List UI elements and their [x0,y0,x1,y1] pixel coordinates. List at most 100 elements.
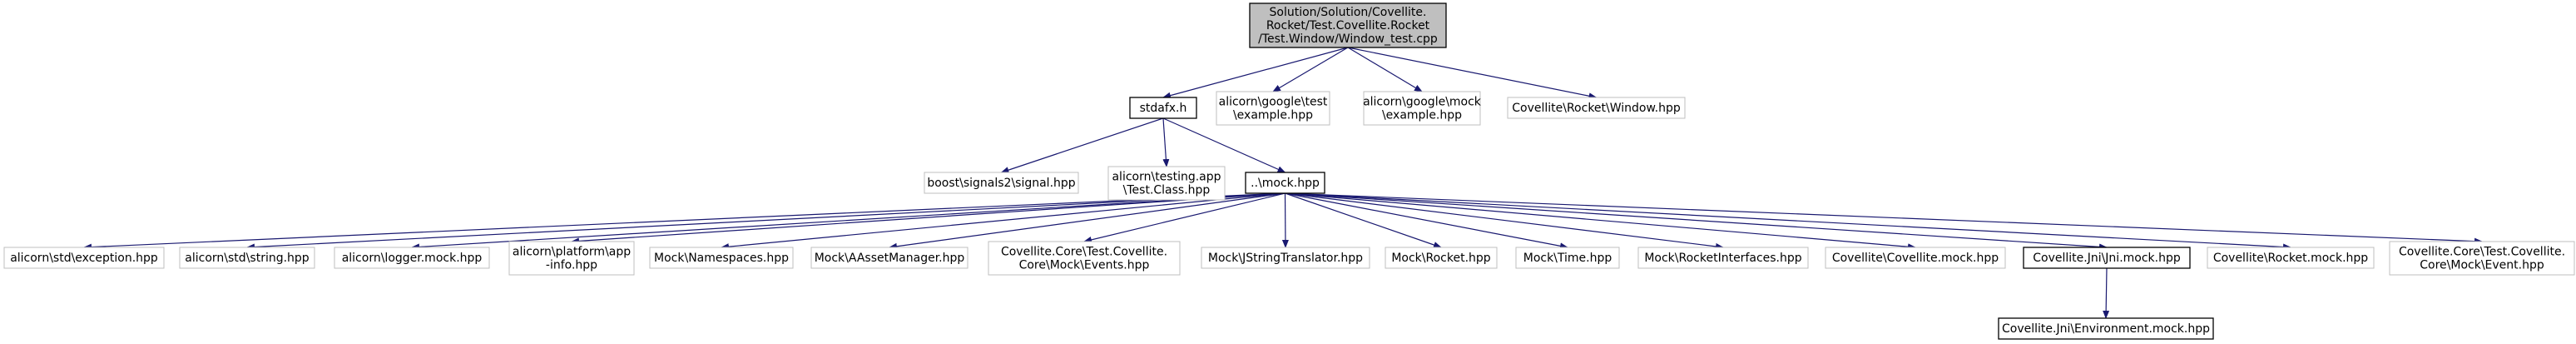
edge-mock_hpp-to-core_events [1083,192,1286,243]
node-label-line: \Test.Class.hpp [1123,184,1211,197]
node-google_test[interactable]: alicorn\google\test\example.hpp [1216,91,1330,126]
node-google_mock[interactable]: alicorn\google\mock\example.hpp [1363,91,1482,126]
node-box[interactable] [924,172,1079,194]
node-box[interactable] [1201,247,1370,269]
edge-mock_hpp-to-covellite_mock [1285,192,1916,251]
node-box[interactable] [1216,91,1330,126]
node-label-line: alicorn\testing.app [1112,171,1221,184]
node-label-line: Rocket/Test.Covellite.Rocket [1266,19,1430,32]
node-box[interactable] [1515,247,1620,269]
node-label-line: alicorn\google\test [1219,96,1328,109]
node-box[interactable] [1507,97,1686,119]
node-std_string[interactable]: alicorn\std\string.hpp [179,247,315,269]
node-label-line: Covellite\Rocket.mock.hpp [2213,252,2368,265]
node-mock_aasset[interactable]: Mock\AAssetManager.hpp [810,247,968,269]
node-root[interactable]: Solution/Solution/Covellite.Rocket/Test.… [1249,2,1447,48]
nodes-layer: Solution/Solution/Covellite.Rocket/Test.… [3,2,2575,340]
node-box[interactable] [179,247,315,269]
node-label-line: Covellite.Core\Test.Covellite. [1001,246,1167,259]
node-box[interactable] [1245,172,1325,194]
node-mock_namespaces[interactable]: Mock\Namespaces.hpp [649,247,794,269]
edge-mock_hpp-to-mock_namespaces [721,192,1286,251]
node-box[interactable] [1385,247,1498,269]
node-boost_signal[interactable]: boost\signals2\signal.hpp [924,172,1079,194]
node-box[interactable] [1825,247,2006,269]
edge-stdafx-to-mock_hpp [1162,117,1286,173]
node-box[interactable] [508,241,635,276]
node-box[interactable] [1107,166,1226,201]
node-label-line: \example.hpp [1233,109,1313,122]
node-label-line: Covellite\Rocket\Window.hpp [1512,102,1681,115]
edge-jni_mock-to-jni_environment [2103,267,2110,319]
node-rocket_window[interactable]: Covellite\Rocket\Window.hpp [1507,97,1686,119]
edge-mock_hpp-to-mock_rocket_interfaces [1285,192,1724,250]
node-label-line: Mock\RocketInterfaces.hpp [1644,252,1801,265]
edge-mock_hpp-to-platform_info [571,192,1286,245]
node-std_exception[interactable]: alicorn\std\exception.hpp [3,247,165,269]
node-logger_mock[interactable]: alicorn\logger.mock.hpp [334,247,490,269]
edge-stdafx-to-boost_signal [1000,117,1164,173]
node-label-line: Covellite.Jni\Environment.mock.hpp [2002,322,2210,336]
edge-mock_hpp-to-jni_mock [1285,192,2108,251]
edge-mock_hpp-to-mock_rocket [1285,192,1442,248]
node-label-line: alicorn\logger.mock.hpp [342,252,483,265]
node-box[interactable] [810,247,968,269]
node-label-line: Covellite.Jni\Jni.mock.hpp [2033,252,2181,265]
node-box[interactable] [1637,247,1809,269]
node-testing_app[interactable]: alicorn\testing.app\Test.Class.hpp [1107,166,1226,201]
edge-mock_hpp-to-std_string [246,192,1286,251]
edge-mock_hpp-to-rocket_mock [1285,192,2291,251]
node-core_events[interactable]: Covellite.Core\Test.Covellite.Core\Mock\… [988,241,1181,276]
node-rocket_mock[interactable]: Covellite\Rocket.mock.hpp [2207,247,2375,269]
node-label-line: Mock\JStringTranslator.hpp [1208,252,1363,265]
node-stdafx[interactable]: stdafx.h [1129,97,1197,119]
node-label-line: -info.hpp [546,259,597,272]
node-mock_jstring[interactable]: Mock\JStringTranslator.hpp [1201,247,1370,269]
node-box[interactable] [1249,2,1447,48]
node-jni_mock[interactable]: Covellite.Jni\Jni.mock.hpp [2023,247,2191,269]
node-box[interactable] [1129,97,1197,119]
node-label-line: Solution/Solution/Covellite. [1270,6,1427,19]
node-box[interactable] [1363,91,1481,126]
edge-mock_hpp-to-mock_aasset [889,192,1286,250]
node-label-line: alicorn\std\exception.hpp [10,252,158,265]
node-box[interactable] [3,247,165,269]
node-jni_environment[interactable]: Covellite.Jni\Environment.mock.hpp [1998,317,2214,340]
node-label-line: boost\signals2\signal.hpp [927,177,1075,190]
node-label-line: ..\mock.hpp [1251,177,1320,190]
edges-layer [83,47,2483,319]
edge-mock_hpp-to-logger_mock [411,192,1286,251]
node-label-line: alicorn\std\string.hpp [185,252,310,265]
node-label-line: stdafx.h [1140,102,1187,115]
node-box[interactable] [649,247,794,269]
edge-root-to-stdafx [1162,47,1349,99]
node-core_event[interactable]: Covellite.Core\Test.Covellite.Core\Mock\… [2389,241,2575,276]
node-box[interactable] [2389,241,2575,276]
node-label-line: alicorn\google\mock [1363,96,1482,109]
node-label-line: alicorn\platform\app [513,246,631,259]
edge-mock_hpp-to-mock_time [1285,192,1568,250]
node-label-line: /Test.Window/Window_test.cpp [1258,32,1438,46]
node-label-line: Mock\AAssetManager.hpp [815,252,965,265]
node-box[interactable] [2023,247,2191,269]
node-label-line: Core\Mock\Events.hpp [1019,259,1150,272]
edge-mock_hpp-to-std_exception [83,192,1286,251]
node-platform_info[interactable]: alicorn\platform\app-info.hpp [508,241,635,276]
node-box[interactable] [988,241,1181,276]
node-box[interactable] [1998,317,2214,340]
node-label-line: Mock\Time.hpp [1523,252,1612,265]
node-mock_rocket_interfaces[interactable]: Mock\RocketInterfaces.hpp [1637,247,1809,269]
edge-mock_hpp-to-core_event [1285,192,2483,245]
node-box[interactable] [334,247,490,269]
node-label-line: Core\Mock\Event.hpp [2420,259,2544,272]
node-box[interactable] [2207,247,2375,269]
node-covellite_mock[interactable]: Covellite\Covellite.mock.hpp [1825,247,2006,269]
edge-root-to-rocket_window [1347,47,1598,100]
node-label-line: Mock\Namespaces.hpp [654,252,789,265]
node-mock_rocket[interactable]: Mock\Rocket.hpp [1385,247,1498,269]
edge-root-to-google_test [1272,47,1349,92]
node-label-line: Covellite.Core\Test.Covellite. [2399,246,2565,259]
node-mock_hpp[interactable]: ..\mock.hpp [1245,172,1325,194]
node-mock_time[interactable]: Mock\Time.hpp [1515,247,1620,269]
